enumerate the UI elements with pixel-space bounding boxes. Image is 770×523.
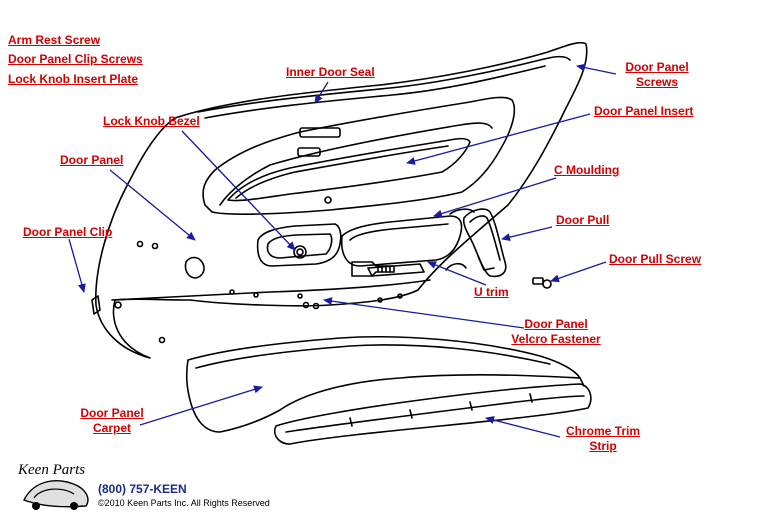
keen-parts-logo: Keen Parts	[17, 462, 89, 510]
leader-arrows	[68, 63, 617, 438]
door-pull	[462, 208, 507, 278]
label-chrome-line2: Strip	[589, 439, 617, 453]
u-trim	[367, 263, 425, 277]
velcro-fasteners	[229, 289, 403, 310]
footer-phone[interactable]: (800) 757-KEEN	[98, 482, 187, 496]
label-door-pull[interactable]: Door Pull	[556, 213, 610, 227]
footer-copyright: ©2010 Keen Parts Inc. All Rights Reserve…	[98, 498, 270, 508]
lock-knob-insert-screw	[351, 261, 395, 277]
label-door-pull-screw[interactable]: Door Pull Screw	[609, 252, 702, 266]
label-arm-rest-screw[interactable]: Arm Rest Screw	[8, 33, 101, 47]
label-door-panel-screws[interactable]: Door Panel Screws	[625, 60, 688, 90]
label-c-moulding[interactable]: C Moulding	[554, 163, 620, 177]
logo-text: Keen Parts	[17, 462, 85, 478]
door-panel-carpet	[185, 336, 581, 433]
label-door-panel-velcro-fastener[interactable]: Door Panel Velcro Fastener	[511, 317, 600, 347]
label-carpet-line2: Carpet	[92, 421, 132, 435]
label-chrome-line1: Chrome Trim	[565, 424, 641, 438]
label-door-panel[interactable]: Door Panel	[60, 153, 124, 167]
label-carpet-line1: Door Panel	[80, 406, 144, 420]
door-pull-screw	[532, 277, 552, 289]
door-panel-insert	[202, 96, 516, 215]
arm-rest-recess	[340, 215, 463, 267]
label-door-panel-clip[interactable]: Door Panel Clip	[23, 225, 113, 239]
c-moulding	[449, 208, 475, 215]
label-door-panel-screws-line1: Door Panel	[625, 60, 689, 74]
label-velcro-line1: Door Panel	[524, 317, 588, 331]
inner-door-seal	[197, 55, 571, 113]
lock-knob-bezel	[256, 223, 342, 267]
label-lock-knob-insert-plate[interactable]: Lock Knob Insert Plate	[8, 72, 139, 86]
door-panel-clip-holes	[114, 196, 332, 344]
label-door-panel-insert[interactable]: Door Panel Insert	[594, 104, 694, 118]
door-panel-window-slot	[227, 137, 471, 202]
label-chrome-trim-strip[interactable]: Chrome Trim Strip	[566, 424, 640, 454]
label-velcro-line2: Velcro Fastener	[511, 332, 601, 346]
label-door-panel-screws-line2: Screws	[635, 75, 679, 89]
door-panel-clip	[91, 295, 101, 315]
label-u-trim[interactable]: U trim	[474, 285, 509, 299]
label-door-panel-clip-screws[interactable]: Door Panel Clip Screws	[8, 52, 143, 66]
chrome-trim-strip	[274, 383, 592, 445]
label-inner-door-seal[interactable]: Inner Door Seal	[286, 65, 375, 79]
door-panel-outline	[95, 41, 588, 359]
label-lock-knob-bezel[interactable]: Lock Knob Bezel	[103, 114, 200, 128]
label-door-panel-carpet[interactable]: Door Panel Carpet	[80, 406, 143, 436]
